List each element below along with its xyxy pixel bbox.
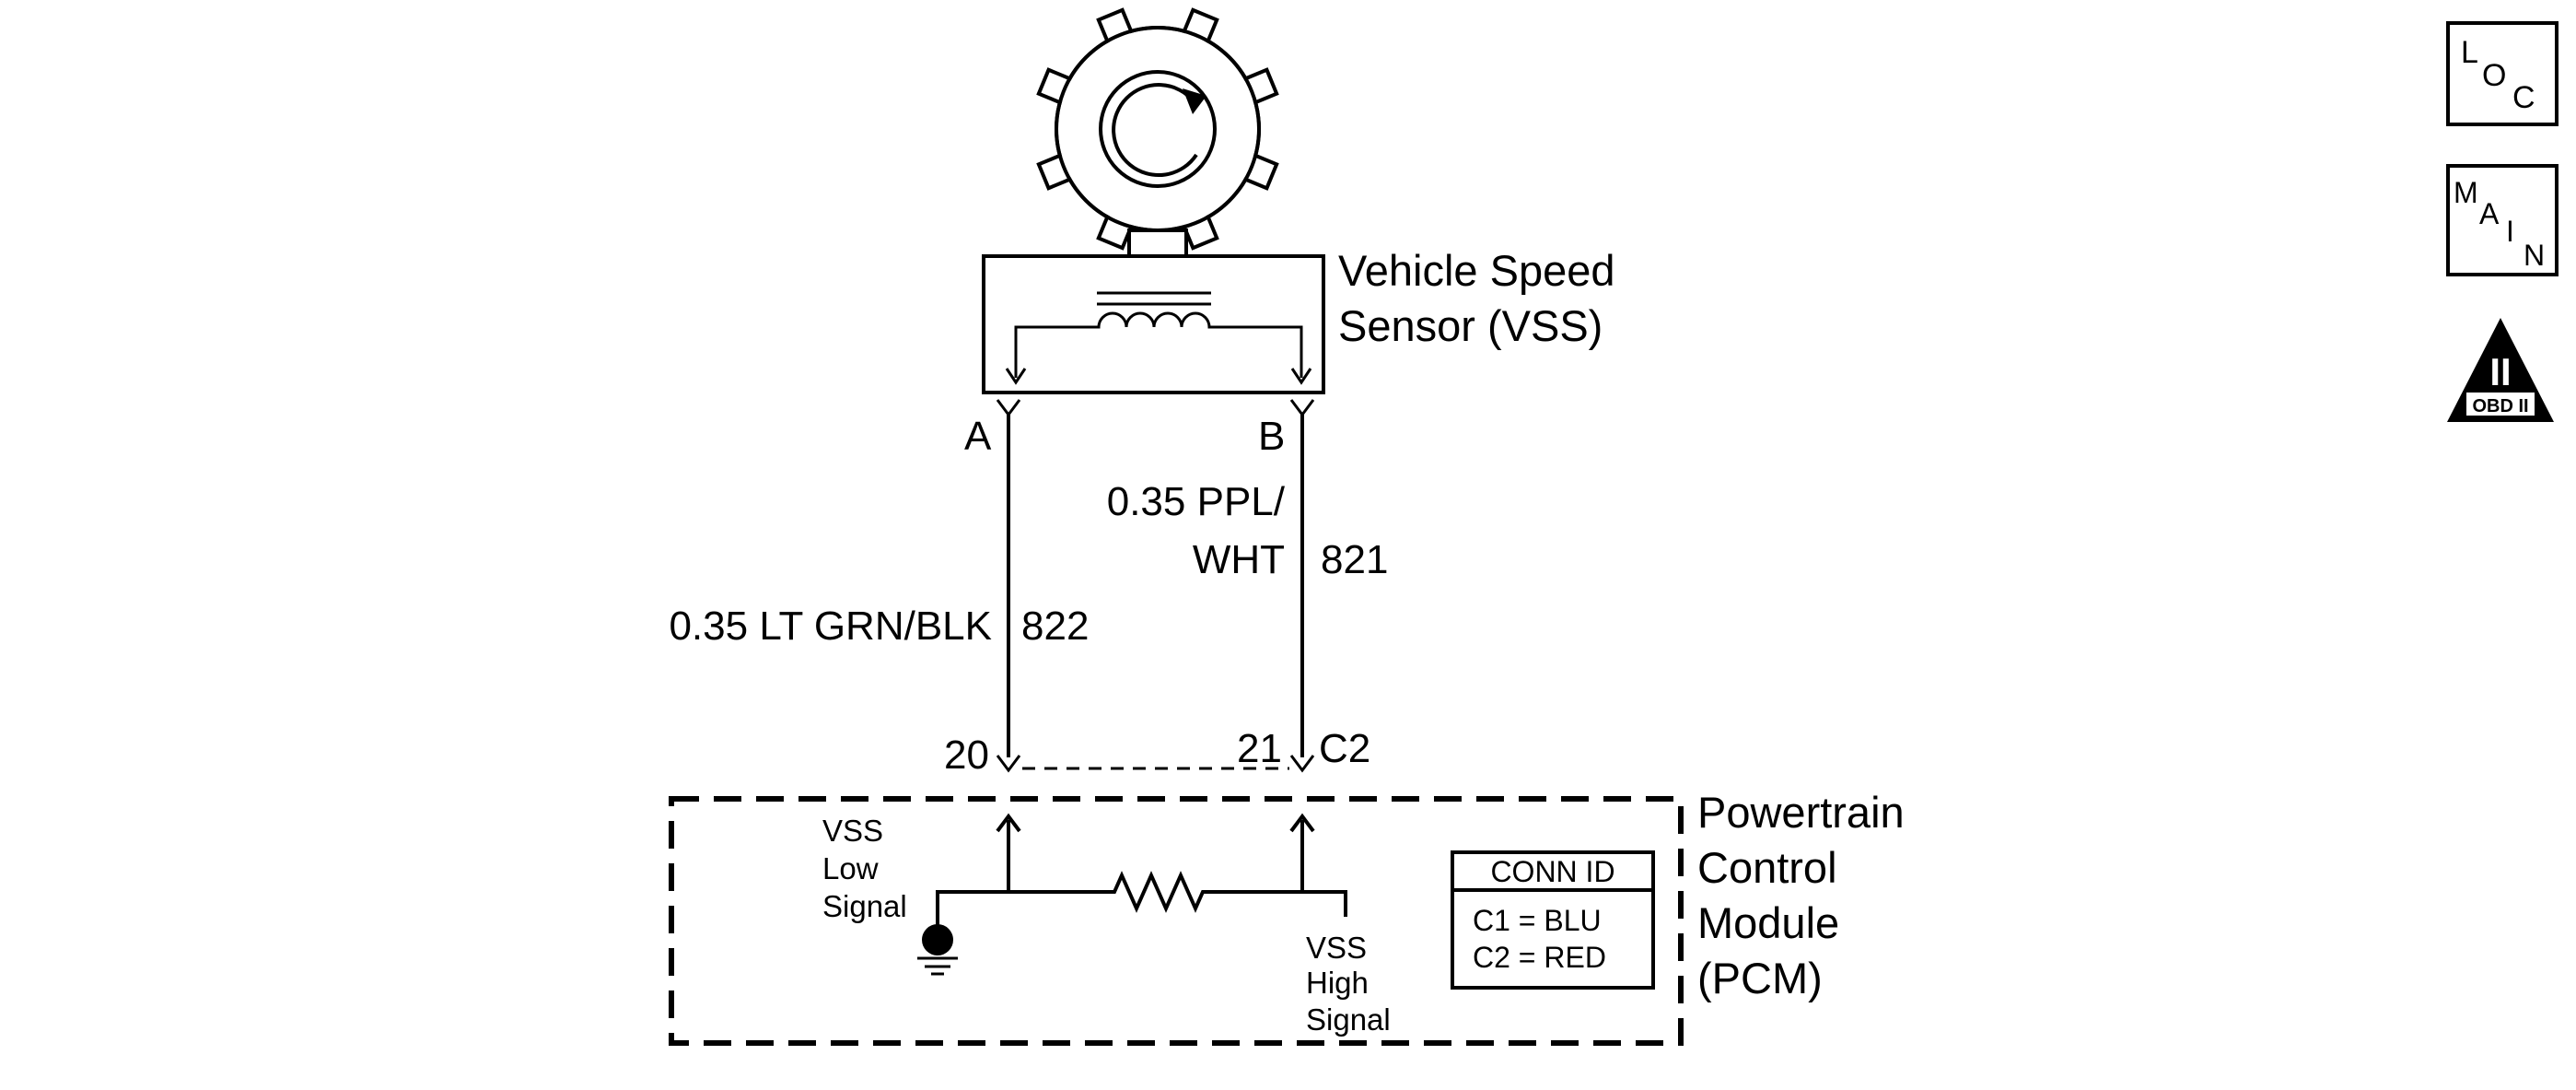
obd-ii-numeral: II <box>2489 350 2511 393</box>
pcm-box <box>669 796 1684 1046</box>
wire-821-gauge-color-line-1: 0.35 PPL/ <box>1107 479 1286 524</box>
pcm-name-line-3: Module <box>1697 898 1839 947</box>
vss-low-signal-line-2: Low <box>822 851 879 885</box>
pcm-name-line-4: (PCM) <box>1697 954 1823 1002</box>
conn-id-box <box>1451 850 1655 990</box>
wire-822-gauge-color: 0.35 LT GRN/BLK <box>669 604 992 649</box>
wire-822-circuit: 822 <box>1021 604 1089 649</box>
obd-ii-label: OBD II <box>2472 396 2528 416</box>
pin-b-connector <box>1289 399 1315 417</box>
ground-icon <box>917 921 958 976</box>
vss-low-signal-line-1: VSS <box>822 814 883 848</box>
sensor-stub <box>1127 229 1188 258</box>
reluctor-wheel-face <box>1058 29 1257 229</box>
loc-badge[interactable]: L O C <box>2446 21 2559 126</box>
pin-20-connector <box>996 755 1021 773</box>
reluctor-wheel-icon <box>1036 7 1279 251</box>
pin-b-label: B <box>1258 414 1285 459</box>
main-badge-letter-n: N <box>2524 239 2545 272</box>
pcm-connector-label: C2 <box>1319 726 1370 771</box>
sensor-name-line-2: Sensor (VSS) <box>1338 301 1603 350</box>
pin-a-label: A <box>964 414 992 459</box>
conn-id-row-1: C1 = BLU <box>1473 904 1602 937</box>
main-badge-letter-m: M <box>2454 176 2478 209</box>
main-badge-letter-a: A <box>2479 197 2500 230</box>
loc-badge-letter-o: O <box>2482 58 2506 93</box>
sensor-name-line-1: Vehicle Speed <box>1338 246 1615 295</box>
coil-icon <box>1005 291 1312 385</box>
pin-a-connector <box>996 399 1021 417</box>
vss-high-signal-line-2: High <box>1306 966 1369 1000</box>
main-badge-letter-i: I <box>2506 215 2514 248</box>
pcm-internal-circuit <box>936 813 1347 921</box>
vss-high-signal-line-1: VSS <box>1306 931 1367 965</box>
wire-821-gauge-color-line-2: WHT <box>1193 537 1285 582</box>
pin-21-connector <box>1289 755 1315 773</box>
wire-821-circuit: 821 <box>1321 537 1388 582</box>
pcm-name-line-2: Control <box>1697 843 1837 892</box>
pcm-name-line-1: Powertrain <box>1697 788 1905 837</box>
pcm-pin-20-label: 20 <box>944 733 989 778</box>
loc-badge-letter-l: L <box>2461 35 2478 70</box>
loc-badge-letter-c: C <box>2512 80 2535 115</box>
pcm-pin-21-label: 21 <box>1237 726 1282 771</box>
vss-sensor-body <box>982 254 1325 394</box>
obd-ii-badge[interactable]: II OBD II <box>2447 318 2554 422</box>
vss-low-signal-line-3: Signal <box>822 889 907 923</box>
main-badge[interactable]: M A I N <box>2446 164 2559 276</box>
vss-high-signal-line-3: Signal <box>1306 1002 1391 1037</box>
conn-id-row-2: C2 = RED <box>1473 941 1606 974</box>
conn-id-title: CONN ID <box>1490 855 1614 888</box>
